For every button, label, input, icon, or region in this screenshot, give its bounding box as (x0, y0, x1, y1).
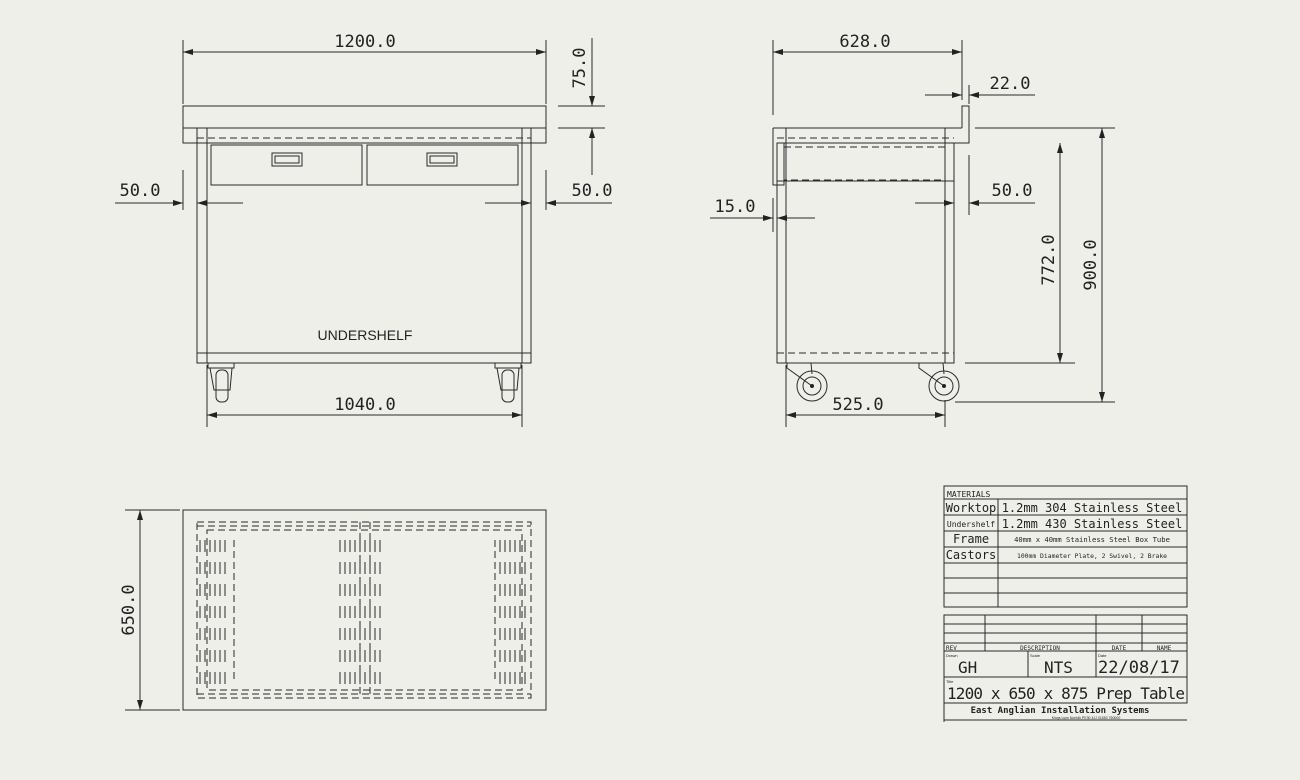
title-label: Title (946, 679, 954, 684)
plan-view: 650.0 (119, 509, 547, 711)
drawn-by: GH (958, 658, 977, 677)
front-view: UNDERSHELF 1200.0 75.0 50.0 50.0 1040.0 (115, 32, 612, 427)
dim-frame-height: 772.0 (1039, 234, 1059, 285)
scale-label: Scale (1030, 653, 1041, 658)
materials-header: MATERIALS (947, 490, 991, 499)
material-spec: 1.2mm 430 Stainless Steel (1002, 517, 1183, 531)
drawer-handle (271, 152, 303, 167)
drawn-label: Drawn (946, 653, 958, 658)
undershelf-label: UNDERSHELF (318, 327, 413, 343)
description-label: DESCRIPTION (1020, 645, 1060, 652)
drawing-title: 1200 x 650 x 875 Prep Table (947, 684, 1185, 703)
drawer-left (210, 144, 363, 186)
dim-right-offset: 50.0 (572, 181, 613, 201)
dim-inner-width: 1040.0 (334, 395, 395, 415)
dim-top: 75.0 (570, 48, 590, 89)
name-label: NAME (1157, 645, 1172, 652)
material-spec: 1.2mm 304 Stainless Steel (1002, 501, 1183, 515)
material-spec: 40mm x 40mm Stainless Steel Box Tube (1014, 535, 1170, 544)
dim-front-offset: 15.0 (715, 197, 756, 217)
drawer-right (366, 144, 519, 186)
scale-value: NTS (1044, 658, 1073, 677)
dim-rear-offset: 50.0 (992, 181, 1033, 201)
drawing-date: 22/08/17 (1098, 658, 1180, 678)
drawer (783, 146, 946, 181)
castor-icon (494, 362, 522, 403)
date-field-label: Date (1098, 653, 1107, 658)
company-name: East Anglian Installation Systems (971, 705, 1150, 716)
dim-upstand: 22.0 (990, 74, 1031, 94)
date-label: DATE (1112, 645, 1127, 652)
dim-plan-depth: 650.0 (119, 584, 139, 635)
company-address: Kings Lynn Norfolk PE30 4JJ 01553 760000 (1052, 716, 1121, 720)
frame (196, 127, 532, 364)
castor-icon (207, 362, 235, 403)
drawer-handle (426, 152, 458, 167)
frame (776, 142, 955, 364)
castor-icon (918, 362, 960, 402)
material-part: Castors (946, 548, 997, 562)
material-part: Worktop (946, 501, 997, 515)
title-block: REV DESCRIPTION DATE NAME Drawn GH Scale… (943, 614, 1188, 722)
side-view: 628.0 22.0 15.0 50.0 772.0 900.0 525.0 (710, 32, 1115, 427)
worktop (182, 105, 547, 144)
material-part: Undershelf (947, 520, 995, 529)
rev-label: REV (946, 645, 957, 652)
dim-inner-depth: 525.0 (832, 395, 883, 415)
dim-overall-height: 900.0 (1081, 239, 1101, 290)
castor-icon (786, 362, 828, 402)
material-part: Frame (953, 532, 989, 546)
dim-left-offset: 50.0 (120, 181, 161, 201)
dim-width: 1200.0 (334, 32, 395, 52)
dim-depth: 628.0 (839, 32, 890, 52)
materials-table: MATERIALS Worktop 1.2mm 304 Stainless St… (943, 485, 1188, 608)
material-spec: 100mm Diameter Plate, 2 Swivel, 2 Brake (1017, 552, 1167, 560)
